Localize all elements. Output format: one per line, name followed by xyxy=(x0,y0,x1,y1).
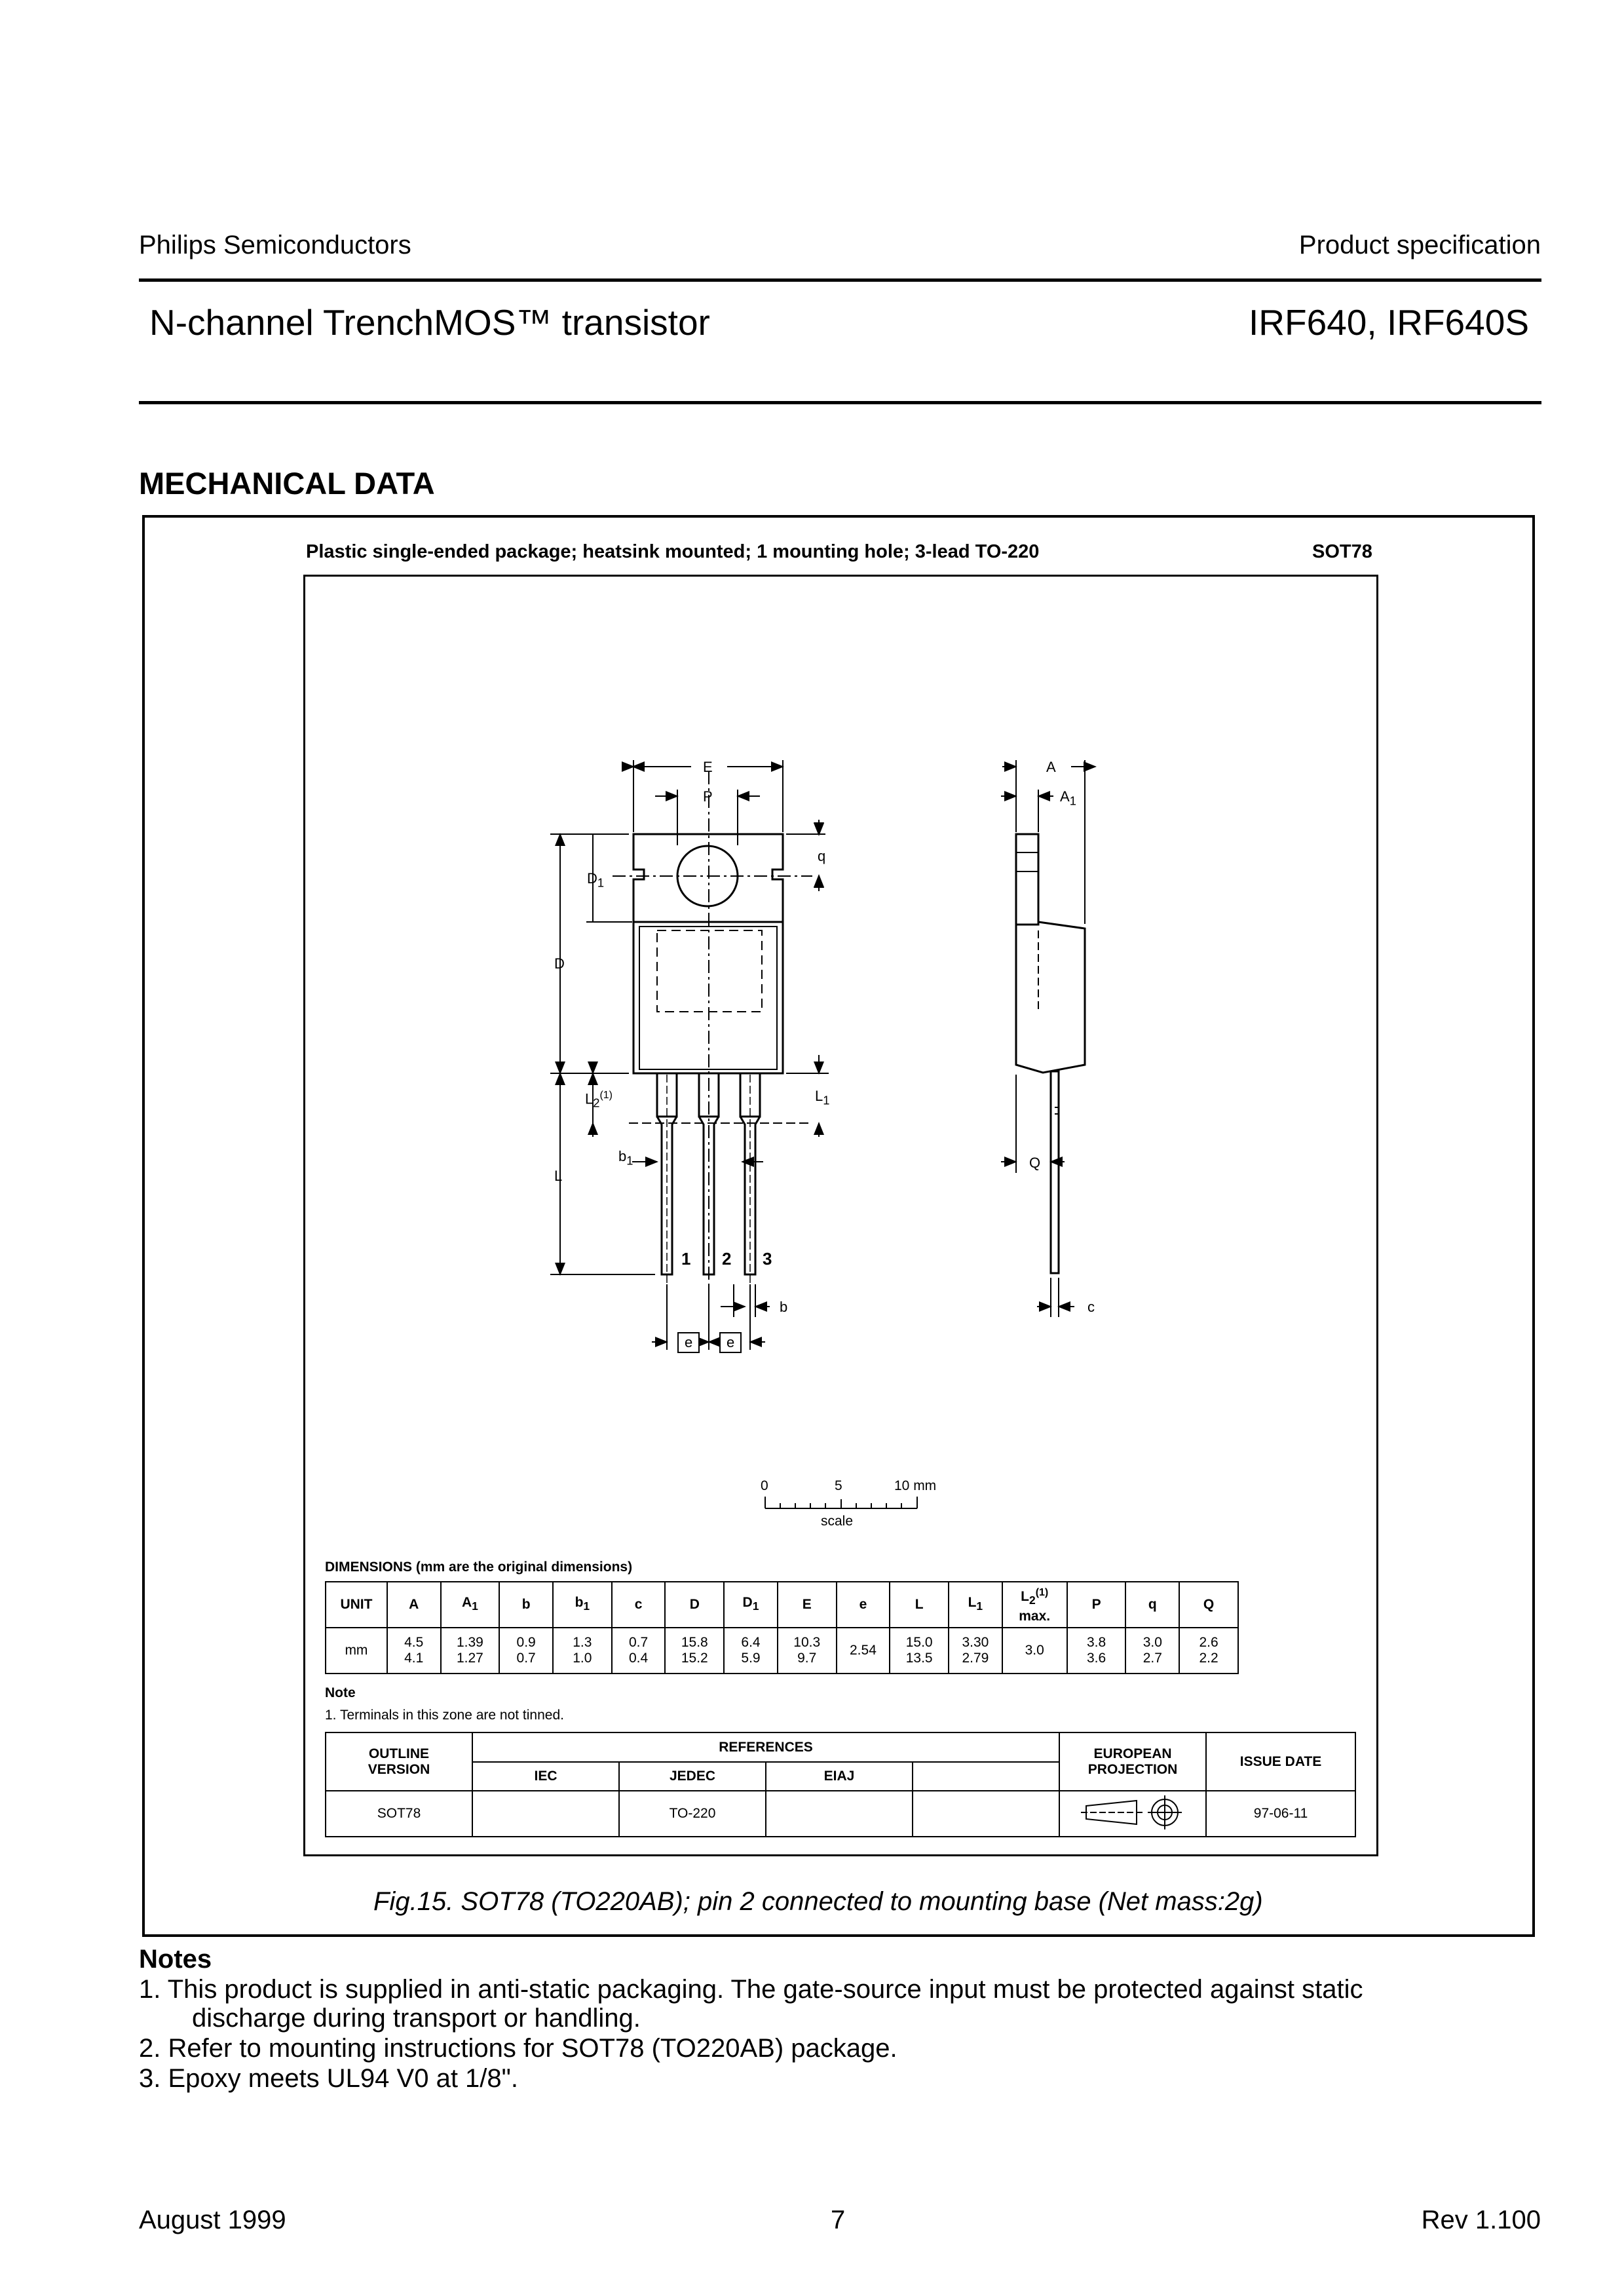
scale-label: scale xyxy=(821,1514,854,1529)
pin-2-label: 2 xyxy=(722,1249,732,1269)
label-A1: A1 xyxy=(1060,788,1076,808)
issue-date-value: 97-06-11 xyxy=(1205,1790,1357,1837)
label-P: P xyxy=(703,788,713,805)
note-1-line-1: 1. This product is supplied in anti-stat… xyxy=(139,1975,1363,2004)
pin-1-label: 1 xyxy=(681,1249,691,1269)
header-rule xyxy=(139,278,1541,282)
label-b1: b1 xyxy=(618,1148,633,1168)
label-D1: D1 xyxy=(587,870,605,890)
eiaj-header: EIAJ xyxy=(765,1761,913,1791)
label-L: L xyxy=(554,1168,563,1184)
projection-value xyxy=(1059,1790,1207,1837)
cell-unit: mm xyxy=(325,1627,388,1674)
col-q: q xyxy=(1125,1581,1180,1628)
label-D: D xyxy=(554,955,565,972)
part-number: IRF640, IRF640S xyxy=(1249,302,1529,343)
label-L1: L1 xyxy=(815,1088,830,1107)
col-A1: A1 xyxy=(440,1581,500,1628)
label-q: q xyxy=(818,848,826,864)
label-e-right: e xyxy=(727,1334,735,1350)
col-b1: b1 xyxy=(552,1581,613,1628)
section-title: MECHANICAL DATA xyxy=(139,466,435,501)
col-A: A xyxy=(386,1581,442,1628)
jedec-header: JEDEC xyxy=(618,1761,766,1791)
blank-ref-value xyxy=(911,1790,1061,1837)
col-P: P xyxy=(1066,1581,1127,1628)
jedec-value: TO-220 xyxy=(618,1790,766,1837)
label-Q: Q xyxy=(1029,1155,1041,1171)
scale-tick-10: 10 mm xyxy=(894,1478,937,1493)
label-b: b xyxy=(780,1299,788,1315)
notes-heading: Notes xyxy=(139,1945,212,1974)
label-E: E xyxy=(703,759,713,775)
figure-frame xyxy=(142,515,1535,1937)
page-title: N-channel TrenchMOS™ transistor xyxy=(149,302,710,343)
note-2: 2. Refer to mounting instructions for SO… xyxy=(139,2034,897,2063)
label-c: c xyxy=(1087,1299,1095,1315)
note-3: 3. Epoxy meets UL94 V0 at 1/8". xyxy=(139,2064,518,2093)
blank-ref-header xyxy=(911,1761,1061,1791)
scale-tick-5: 5 xyxy=(835,1478,842,1493)
dimensions-header-row: UNIT A A1 b b1 c D D1 E e L L1 L2(1)max.… xyxy=(325,1581,1239,1628)
package-description: Plastic single-ended package; heatsink m… xyxy=(306,541,1040,562)
col-c: c xyxy=(611,1581,666,1628)
dimensions-table: UNIT A A1 b b1 c D D1 E e L L1 L2(1)max.… xyxy=(325,1581,1239,1674)
footer-revision: Rev 1.100 xyxy=(1421,2206,1541,2234)
label-e-left: e xyxy=(685,1334,693,1350)
issue-date-header: ISSUE DATE xyxy=(1205,1732,1357,1791)
col-unit: UNIT xyxy=(325,1581,388,1628)
col-e: e xyxy=(835,1581,891,1628)
col-L2: L2(1)max. xyxy=(1001,1581,1068,1628)
drawing-box xyxy=(303,575,1378,1856)
label-A: A xyxy=(1046,759,1056,775)
cell-e: 2.54 xyxy=(835,1627,891,1674)
note-text: 1. Terminals in this zone are not tinned… xyxy=(325,1708,564,1723)
footer-date: August 1999 xyxy=(139,2206,286,2234)
note-heading: Note xyxy=(325,1685,356,1700)
label-L2: L2(1) xyxy=(585,1090,613,1110)
iec-header: IEC xyxy=(472,1761,620,1791)
package-code: SOT78 xyxy=(1312,541,1372,562)
col-Q: Q xyxy=(1179,1581,1239,1628)
references-header: REFERENCES xyxy=(471,1732,1061,1763)
col-D1: D1 xyxy=(723,1581,778,1628)
col-E: E xyxy=(776,1581,837,1628)
document-type: Product specification xyxy=(1298,231,1541,259)
col-b: b xyxy=(499,1581,554,1628)
title-rule xyxy=(139,401,1541,404)
col-D: D xyxy=(664,1581,725,1628)
cell-L2: 3.0 xyxy=(1001,1627,1068,1674)
pin-3-label: 3 xyxy=(763,1249,772,1269)
scale-bar xyxy=(765,1497,918,1509)
outline-version-value: SOT78 xyxy=(325,1790,473,1837)
figure-caption: Fig.15. SOT78 (TO220AB); pin 2 connected… xyxy=(373,1887,1263,1916)
eiaj-value xyxy=(765,1790,913,1837)
page-number: 7 xyxy=(831,2206,846,2234)
col-L1: L1 xyxy=(948,1581,1003,1628)
col-L: L xyxy=(889,1581,950,1628)
scale-tick-0: 0 xyxy=(761,1478,768,1493)
note-1-line-2: discharge during transport or handling. xyxy=(192,2004,641,2033)
dimensions-title: DIMENSIONS (mm are the original dimensio… xyxy=(325,1559,633,1575)
company-name: Philips Semiconductors xyxy=(139,231,411,259)
iec-value xyxy=(472,1790,620,1837)
